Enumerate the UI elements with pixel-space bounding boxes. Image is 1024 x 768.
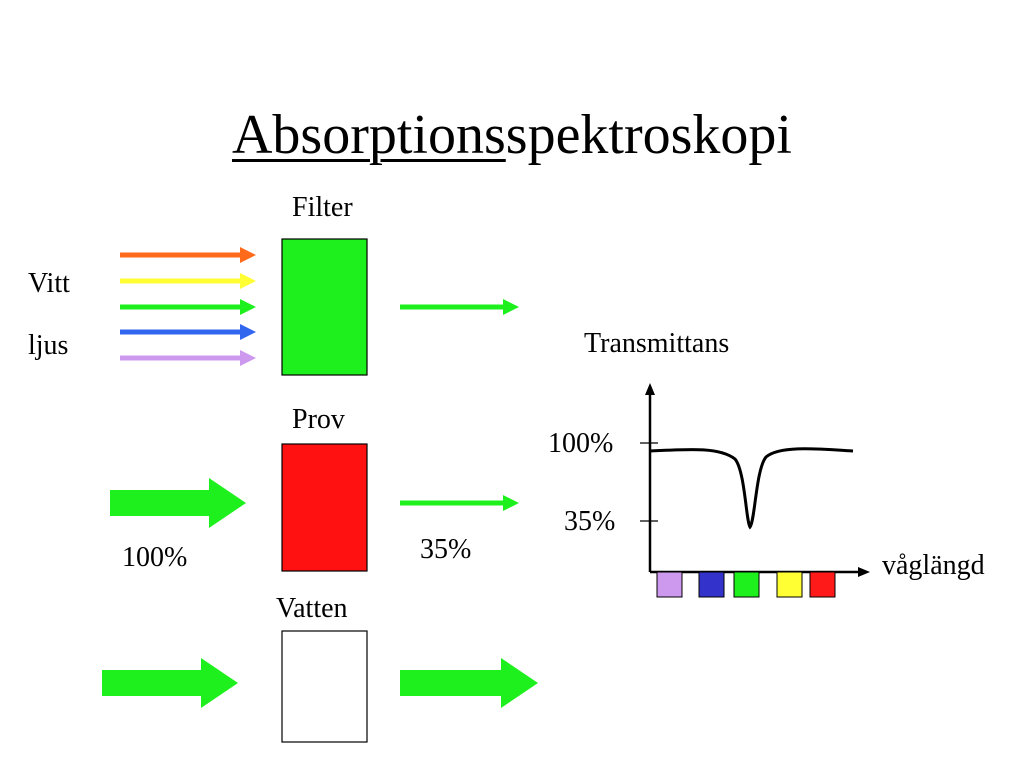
title-underlined-part: Absorptions (231, 104, 506, 166)
y-tick-label-100: 100% (548, 428, 614, 459)
water-in-arrow-shape (102, 658, 238, 708)
wavelength-axis-label: våglängd (882, 550, 985, 581)
transmittance-axis-label: Transmittans (584, 328, 730, 359)
incident-beam-arrow (110, 478, 246, 528)
y-tick-label-35: 35% (564, 506, 616, 537)
water-out-arrow-shape (400, 658, 538, 708)
ray-violet-head (240, 350, 256, 366)
ray-green-head (240, 299, 256, 315)
filtered-green-ray (400, 299, 519, 315)
swatch-violet (656, 571, 683, 598)
y-axis-arrowhead (645, 383, 655, 395)
transmitted-percent-label: 35% (420, 534, 472, 565)
swatch-swatch_blue (698, 571, 725, 598)
white-light-rays (120, 247, 256, 366)
filter-label: Filter (292, 192, 353, 223)
x-axis-arrowhead (858, 567, 870, 577)
incident-percent-label: 100% (122, 542, 188, 573)
water-cuvette (281, 630, 368, 743)
wavelength-swatches (656, 571, 836, 598)
transmittance-chart (640, 383, 870, 598)
swatch-yellow (776, 571, 803, 598)
green-filter (281, 238, 368, 376)
ray-orange-head (240, 247, 256, 263)
slide-title: Absorptionsspektroskopi (0, 100, 1024, 170)
transmittance-curve (649, 447, 854, 530)
white-light-label-line1: Vitt (28, 268, 70, 299)
red-sample (281, 443, 368, 572)
incident-arrow-shape (110, 478, 246, 528)
transmitted-ray-head (503, 495, 519, 511)
transmitted-beam-arrow (400, 495, 519, 511)
water-label: Vatten (276, 593, 348, 624)
swatch-swatch_red (809, 571, 836, 598)
filtered-ray-head (503, 299, 519, 315)
water-transmitted-arrow (400, 658, 538, 708)
white-light-label-line2: ljus (28, 330, 69, 361)
water-incident-arrow (102, 658, 238, 708)
sample-label: Prov (292, 404, 345, 435)
ray-blue-head (240, 324, 256, 340)
title-rest-part: spektroskopi (505, 104, 792, 166)
ray-yellow-head (240, 273, 256, 289)
swatch-green (733, 571, 760, 598)
